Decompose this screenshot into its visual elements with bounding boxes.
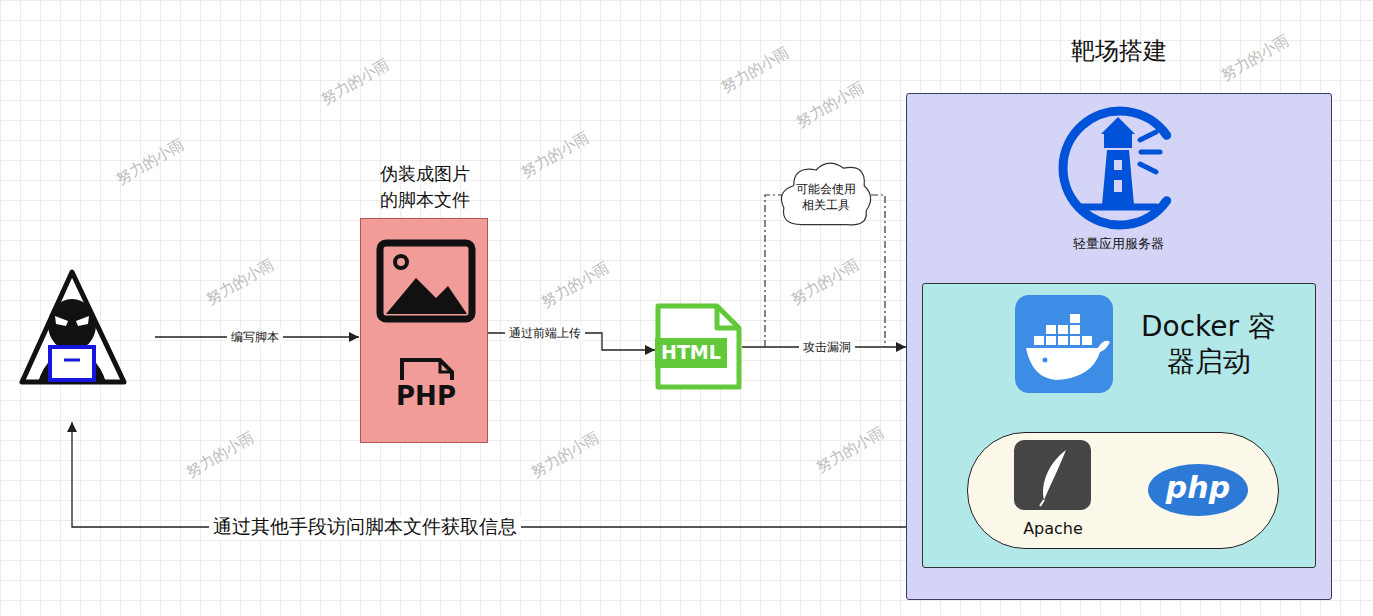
server-logo-ring	[1063, 111, 1167, 225]
lighthouse-beams	[1140, 132, 1160, 172]
tool-bracket	[871, 195, 885, 347]
apache-quill	[1040, 500, 1044, 506]
image-icon-mountains	[386, 278, 467, 314]
hacker-eye	[55, 316, 68, 326]
hacker-laptop	[50, 347, 94, 380]
tool-cloud: 可能会使用 相关工具	[777, 158, 875, 232]
hacker-hood	[22, 272, 124, 382]
file-outline-path	[717, 306, 739, 328]
docker-whale	[1026, 341, 1110, 380]
edge-label: 攻击漏洞	[799, 340, 855, 355]
lighthouse-window	[1114, 160, 1122, 170]
lighthouse-window	[1114, 180, 1122, 192]
apache-label: Apache	[1013, 519, 1093, 539]
watermark: 努力的小雨	[183, 428, 257, 482]
watermark: 努力的小雨	[813, 423, 887, 477]
watermark: 努力的小雨	[518, 128, 592, 182]
server-label: 轻量应用服务器	[907, 236, 1330, 252]
php-logo	[1148, 464, 1248, 516]
watermark: 努力的小雨	[788, 255, 862, 309]
php-file-icon	[402, 360, 452, 380]
apache-icon	[1014, 440, 1091, 510]
watermark: 努力的小雨	[113, 135, 187, 189]
file-label: HTML	[655, 338, 727, 368]
lighthouse-tower	[1102, 150, 1134, 205]
laptop-mark	[64, 359, 80, 362]
docker-containers	[1034, 314, 1092, 345]
apache-feather	[1043, 450, 1066, 500]
watermark: 努力的小雨	[793, 78, 867, 132]
php-file-fold	[440, 360, 452, 372]
container-title: Docker 容器启动	[1134, 309, 1284, 379]
html-file-node: HTML	[655, 303, 742, 390]
watermark: 努力的小雨	[1218, 31, 1292, 85]
lighthouse-roof	[1101, 117, 1135, 134]
return-arrow	[72, 422, 906, 527]
docker-panel: Apache php Docker 容器启动	[922, 283, 1316, 568]
image-icon	[380, 243, 472, 319]
box-heading: 伪装成图片 的脚本文件	[375, 161, 475, 213]
lighthouse-base	[1080, 204, 1156, 211]
watermark: 努力的小雨	[318, 55, 392, 109]
arrow-label: 编写脚本	[227, 330, 283, 345]
php-logo-text: php	[1148, 470, 1248, 506]
icon-text: PHP	[396, 380, 456, 413]
docker-whale-eye	[1043, 358, 1048, 363]
watermark: 努力的小雨	[718, 43, 792, 97]
lighthouse-lamp	[1104, 134, 1132, 148]
runtime-pill: Apache php	[967, 432, 1279, 549]
cloud-outline-path	[781, 163, 870, 225]
docker-icon	[1015, 295, 1113, 393]
arrow-label: 通过其他手段访问脚本文件获取信息	[209, 515, 521, 539]
tool-bracket	[765, 195, 782, 347]
watermark: 努力的小雨	[538, 258, 612, 312]
image-icon-sun	[395, 256, 407, 268]
hacker-face	[48, 299, 96, 351]
watermark: 努力的小雨	[203, 255, 277, 309]
watermark: 努力的小雨	[528, 428, 602, 482]
cloud-note: 可能会使用 相关工具	[794, 181, 858, 213]
hacker-eye	[76, 316, 89, 326]
edge-label: 通过前端上传	[505, 326, 585, 341]
